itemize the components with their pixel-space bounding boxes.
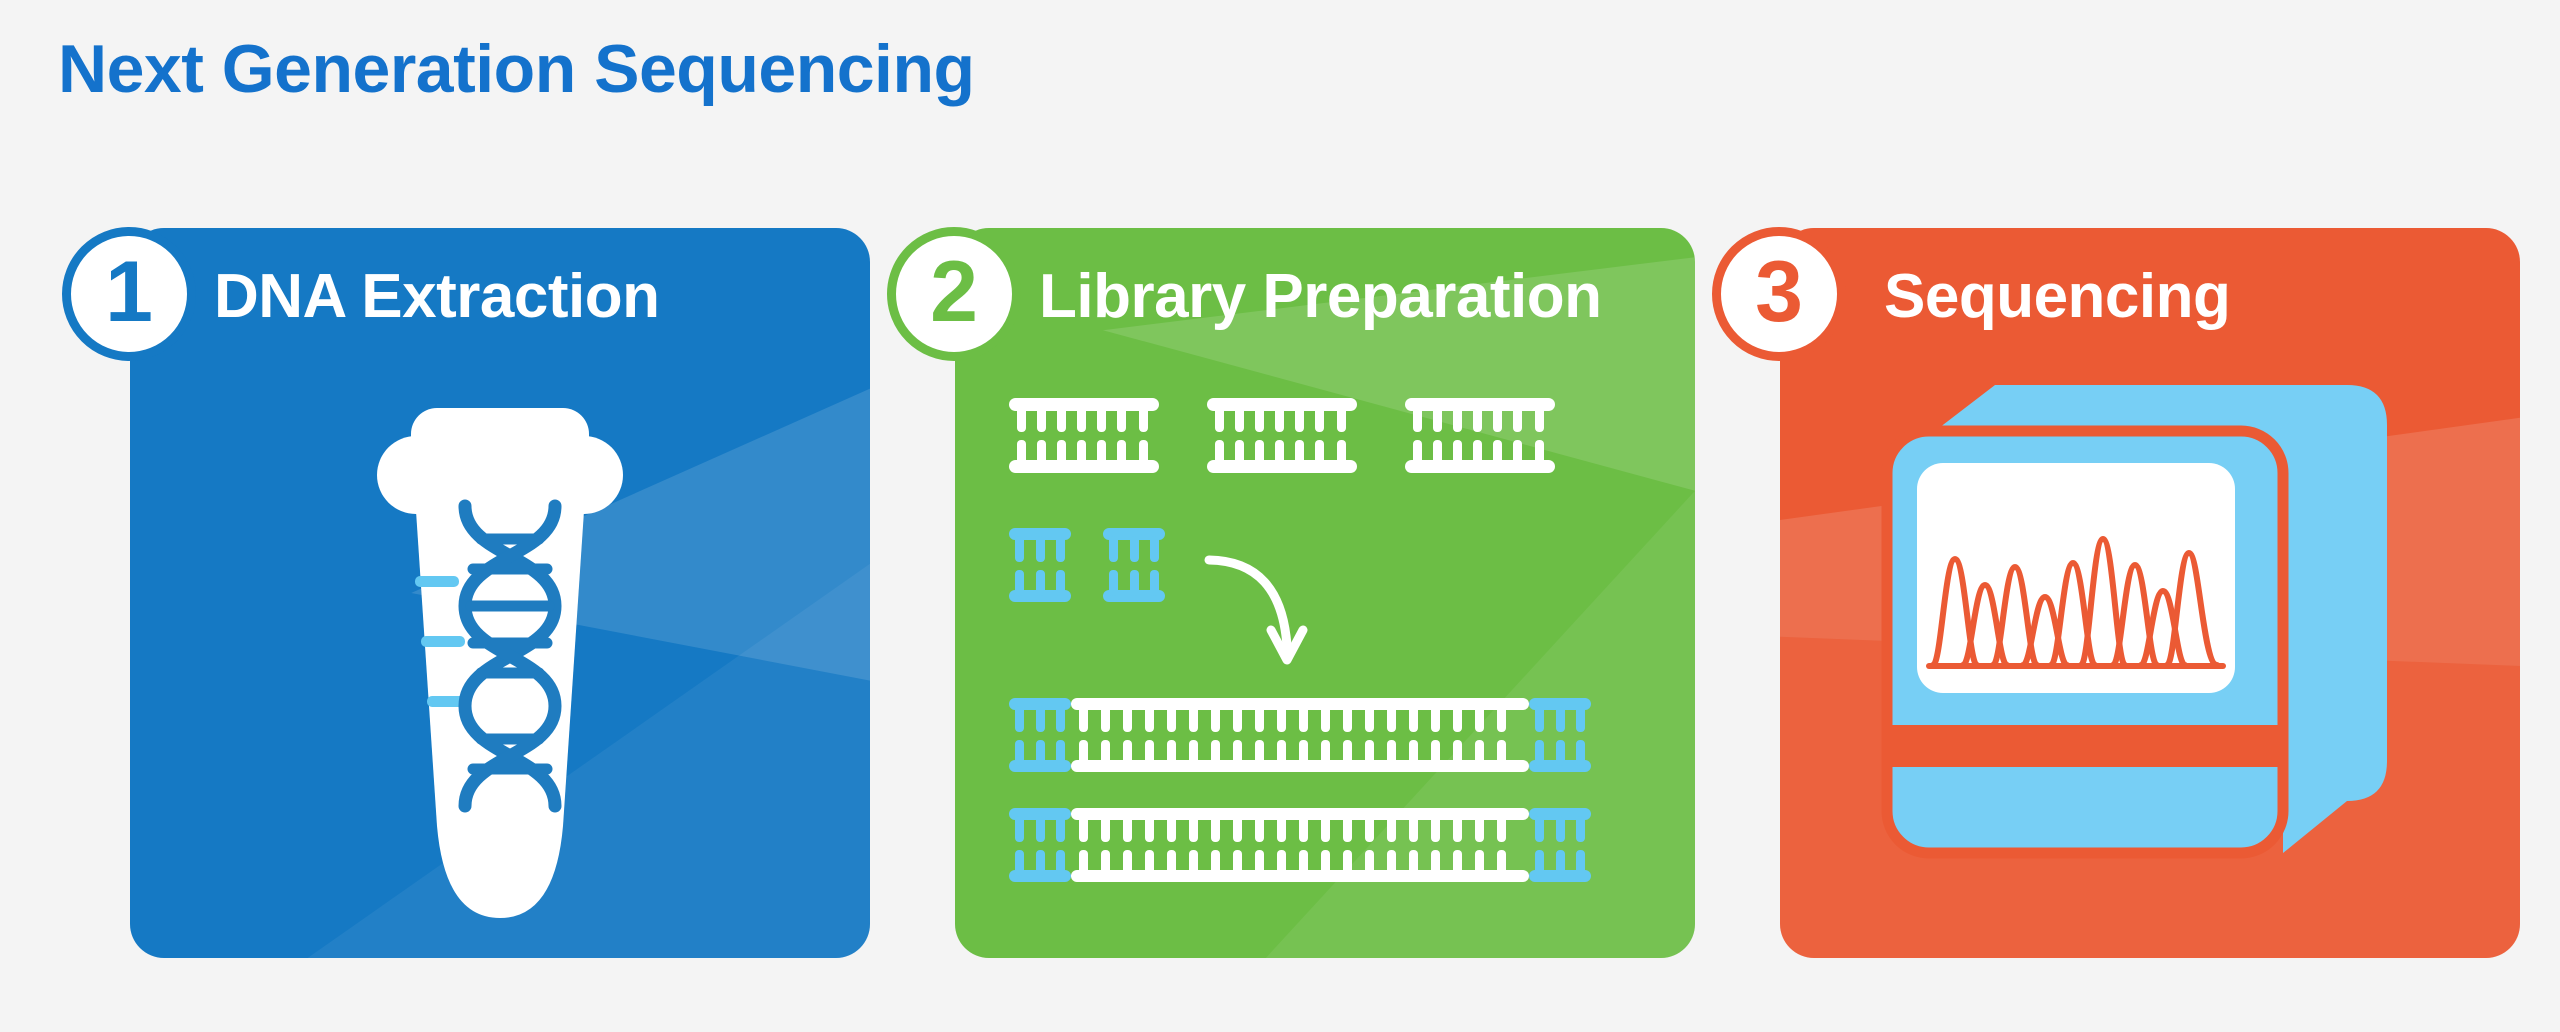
step-header-3: 3 Sequencing [1712,214,2231,374]
dna-tube-icon [305,406,695,936]
steps-container: 1 DNA Extraction 2 Library Preparation 3… [0,227,2560,968]
step-title-3: Sequencing [1884,261,2231,331]
step-number-3: 3 [1755,244,1803,340]
step-number-badge-1: 1 [62,227,196,361]
step-number-2: 2 [930,244,978,340]
step-header-1: 1 DNA Extraction [62,214,660,374]
step-number-1: 1 [105,244,153,340]
step-header-2: 2 Library Preparation [887,214,1602,374]
step-title-1: DNA Extraction [214,261,660,331]
dna-fragments-icon [1003,398,1653,898]
step-title-2: Library Preparation [1039,261,1602,331]
sequencer-machine-icon [1875,373,2435,903]
step-number-badge-2: 2 [887,227,1021,361]
page-title: Next Generation Sequencing [58,31,975,107]
step-number-badge-3: 3 [1712,227,1846,361]
